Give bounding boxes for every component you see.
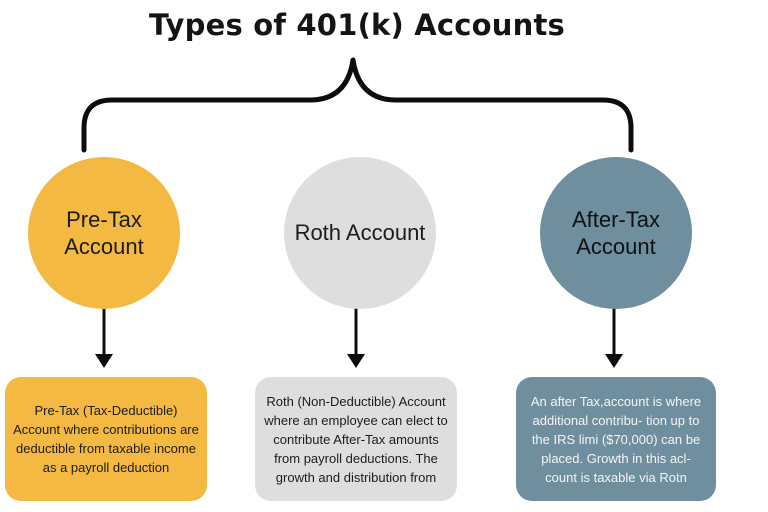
after-tax-description: An after Tax,account is where additional… (530, 393, 702, 485)
roth-description: Roth (Non-Deductible) Account where an e… (264, 393, 448, 485)
after-tax-account-node: After-Tax Account (540, 157, 692, 309)
after-tax-account-label: After-Tax Account (571, 206, 661, 260)
arrow-after-tax (605, 308, 623, 368)
arrow-roth (347, 308, 365, 368)
pre-tax-account-node: Pre-Tax Account (28, 157, 180, 309)
roth-account-node: Roth Account (284, 157, 436, 309)
after-tax-description-box: An after Tax,account is where additional… (516, 377, 716, 501)
brace-path (81, 57, 634, 153)
pre-tax-description-box: Pre-Tax (Tax-Deductible) Account where c… (5, 377, 207, 501)
roth-account-label: Roth Account (294, 220, 426, 246)
pre-tax-description: Pre-Tax (Tax-Deductible) Account where c… (13, 403, 199, 475)
arrow-pretax (95, 308, 113, 368)
roth-description-box: Roth (Non-Deductible) Account where an e… (255, 377, 457, 501)
diagram-title: Types of 401(k) Accounts (148, 8, 566, 42)
pre-tax-account-label: Pre-Tax Account (64, 206, 144, 260)
